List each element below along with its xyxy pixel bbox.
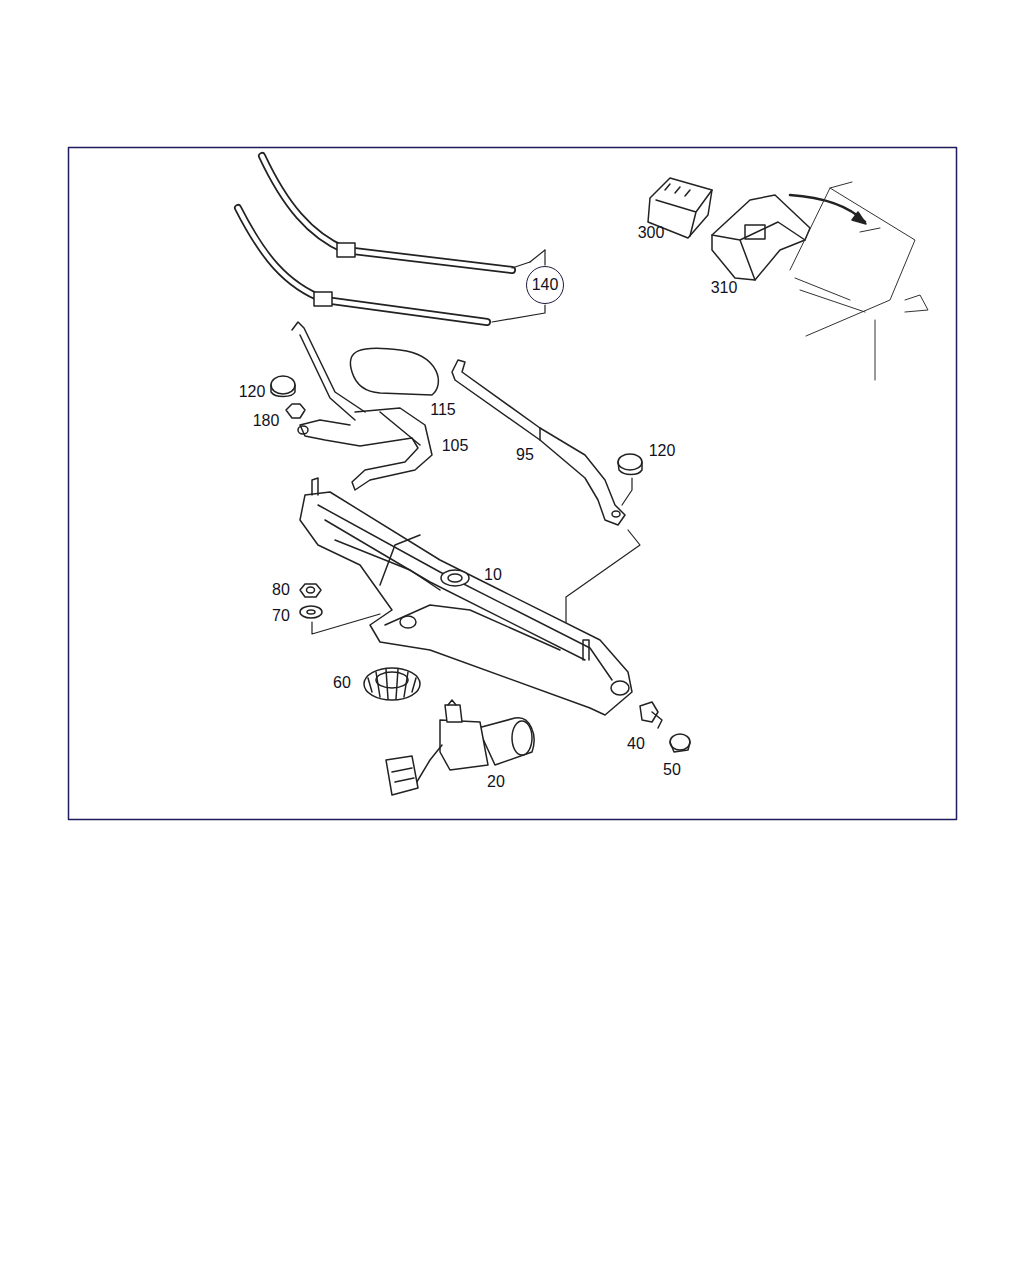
callout-number: 50 [663, 762, 681, 778]
wiper-linkage [300, 478, 632, 715]
wiper-motor [386, 700, 534, 795]
callout-number: 60 [333, 675, 351, 691]
nut-and-washer [300, 584, 322, 618]
right-wiper-arm [452, 360, 642, 525]
callout-number: 20 [487, 774, 505, 790]
callout-number: 70 [272, 608, 290, 624]
callout-number: 180 [253, 413, 280, 429]
callout-number: 310 [711, 280, 738, 296]
callout-number: 95 [516, 447, 534, 463]
callout-circle: 140 [526, 266, 565, 305]
callout-number: 10 [484, 567, 502, 583]
sensor-module [648, 178, 866, 280]
callout-number: 120 [649, 443, 676, 459]
callout-number: 115 [430, 402, 456, 418]
left-wiper-arm [271, 322, 438, 490]
frame [69, 148, 957, 820]
rubber-grommet [364, 668, 420, 700]
car-outline [790, 182, 928, 380]
callout-number: 40 [627, 736, 645, 752]
callout-number: 80 [272, 582, 290, 598]
valve-and-cap [640, 702, 690, 752]
wiper-blades [238, 156, 545, 322]
callout-number: 140 [532, 277, 559, 293]
callout-number: 300 [638, 225, 665, 241]
callout-number: 120 [239, 384, 266, 400]
callout-number: 105 [442, 438, 469, 454]
